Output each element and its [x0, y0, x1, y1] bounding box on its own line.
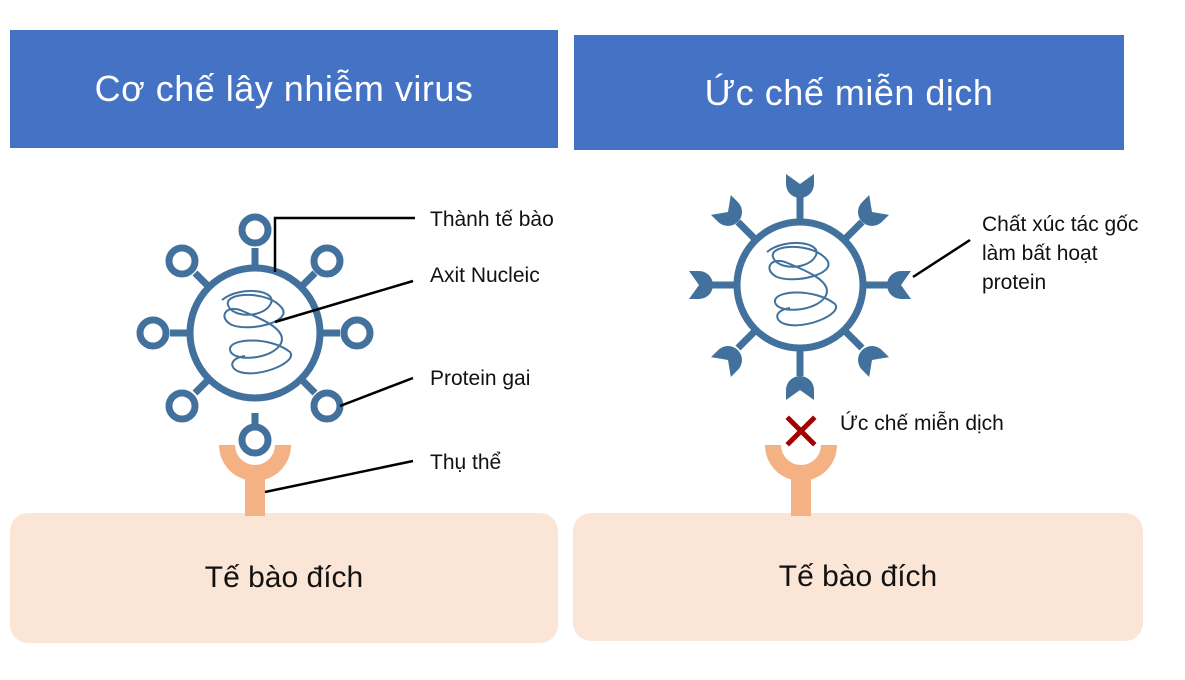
virus-right	[689, 174, 911, 400]
target-cell-label-right: Tế bào đích	[778, 560, 938, 593]
label-catalyst-line3: protein	[982, 271, 1047, 294]
label-spike-protein: Protein gai	[430, 367, 531, 390]
label-nucleic-acid: Axit Nucleic	[430, 264, 540, 287]
label-catalyst-line2: làm bất hoạt	[982, 242, 1098, 265]
label-catalyst-line1: Chất xúc tác gốc	[982, 213, 1139, 236]
left-panel-title: Cơ chế lây nhiễm virus	[10, 30, 558, 148]
label-catalyst: Chất xúc tác gốc làm bất hoạt protein	[982, 210, 1138, 297]
virus-left	[136, 213, 374, 457]
inactivated-spike-heads-right	[689, 174, 911, 400]
leader-lines-left	[264, 216, 415, 494]
leader-lines-right	[912, 238, 971, 279]
nucleic-acid-left	[221, 289, 293, 375]
receptor-left	[219, 445, 291, 516]
label-inhibition: Ức chế miễn dịch	[840, 412, 1004, 435]
target-cell-right: Tế bào đích	[573, 513, 1143, 641]
spike-heads-left	[136, 213, 374, 457]
inhibition-cross-icon	[785, 415, 817, 447]
right-panel-title: Ức chế miễn dịch	[574, 35, 1124, 150]
cell-wall-left	[186, 264, 324, 402]
target-cell-label-left: Tế bào đích	[204, 561, 364, 594]
label-receptor: Thụ thể	[430, 451, 502, 474]
label-cell-wall: Thành tế bào	[430, 208, 554, 231]
nucleic-acid-right	[766, 241, 838, 327]
target-cell-left: Tế bào đích	[10, 513, 558, 643]
receptor-right	[765, 445, 837, 516]
cell-wall-right	[733, 218, 867, 352]
